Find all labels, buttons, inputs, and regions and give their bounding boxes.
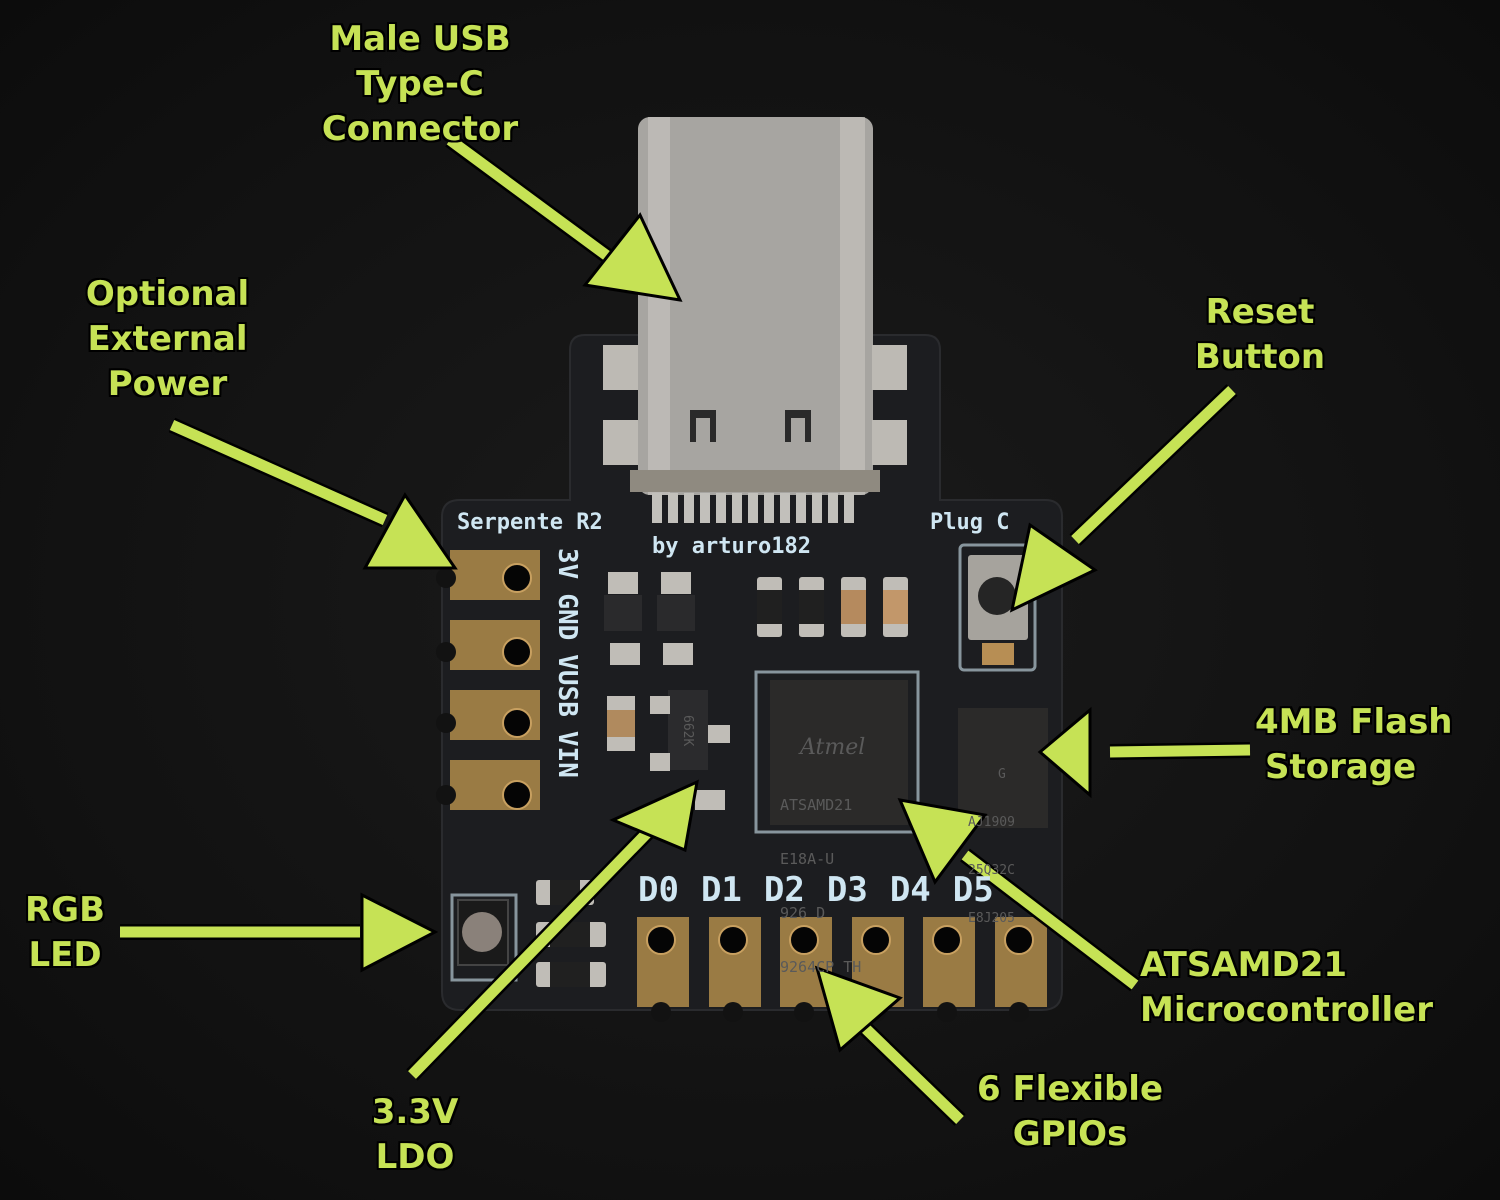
pin-label-vusb: VUSB: [552, 654, 582, 717]
flash-arrow: [1037, 706, 1251, 799]
pin-label-d4: D4: [889, 870, 931, 910]
board-author: by arturo182: [652, 534, 811, 559]
board-variant: Plug C: [930, 510, 1010, 535]
gpio-arrow: [814, 965, 966, 1126]
pin-label-3v: 3V: [552, 548, 582, 580]
pcb-board: [441, 334, 1063, 1011]
flash-logo: G: [998, 767, 1006, 782]
pin-label-d1: D1: [700, 870, 742, 910]
flash-code: E8J205: [968, 911, 1015, 926]
pin-label-vin: VIN: [552, 730, 582, 778]
gpio-pads: [637, 917, 1047, 1022]
flash-chip: [958, 708, 1048, 828]
pin-label-d5: D5: [952, 870, 994, 910]
usb-c-connector: [603, 117, 907, 523]
reset-button-component: [958, 543, 1037, 672]
power-pads: [436, 550, 540, 810]
pin-label-d2: D2: [763, 870, 805, 910]
mcu-marking: Atmel ATSAMD21 E18A-U 926 D 9264CP TH: [780, 700, 865, 994]
mcu-arrow: [897, 798, 1140, 992]
flash-marking: G AJ1909 25Q32C E8J205: [968, 735, 1015, 943]
gpio-pin-labels: D0 D1 D2 D3 D4 D5: [638, 870, 994, 910]
arrows: [120, 133, 1251, 1126]
ldo-arrow: [406, 779, 699, 1081]
power-arrow: [168, 417, 458, 570]
pin-label-d3: D3: [826, 870, 868, 910]
mcu-brand: Atmel: [800, 735, 866, 760]
ldo-marking: 662K: [680, 715, 695, 747]
pin-label-gnd: GND: [552, 593, 582, 641]
ldo-regulator: [607, 690, 730, 810]
rgb-arrow: [120, 892, 439, 973]
reset-arrow: [1009, 384, 1238, 613]
mcu-lot: 926 D: [780, 904, 826, 922]
mcu-variant: E18A-U: [780, 850, 835, 868]
mcu-code: 9264CP TH: [780, 958, 862, 976]
flash-lot: AJ1909: [968, 815, 1015, 830]
passives-row: [757, 577, 908, 637]
mcu-chip: [754, 670, 920, 834]
board-name: Serpente R2: [457, 510, 603, 535]
usb-arrow: [445, 133, 683, 302]
pin-label-d0: D0: [638, 870, 679, 910]
flash-part: 25Q32C: [968, 863, 1015, 878]
side-pin-labels: 3V GND VUSB VIN: [548, 548, 588, 838]
diodes: [604, 572, 695, 665]
mcu-part: ATSAMD21: [780, 796, 853, 814]
